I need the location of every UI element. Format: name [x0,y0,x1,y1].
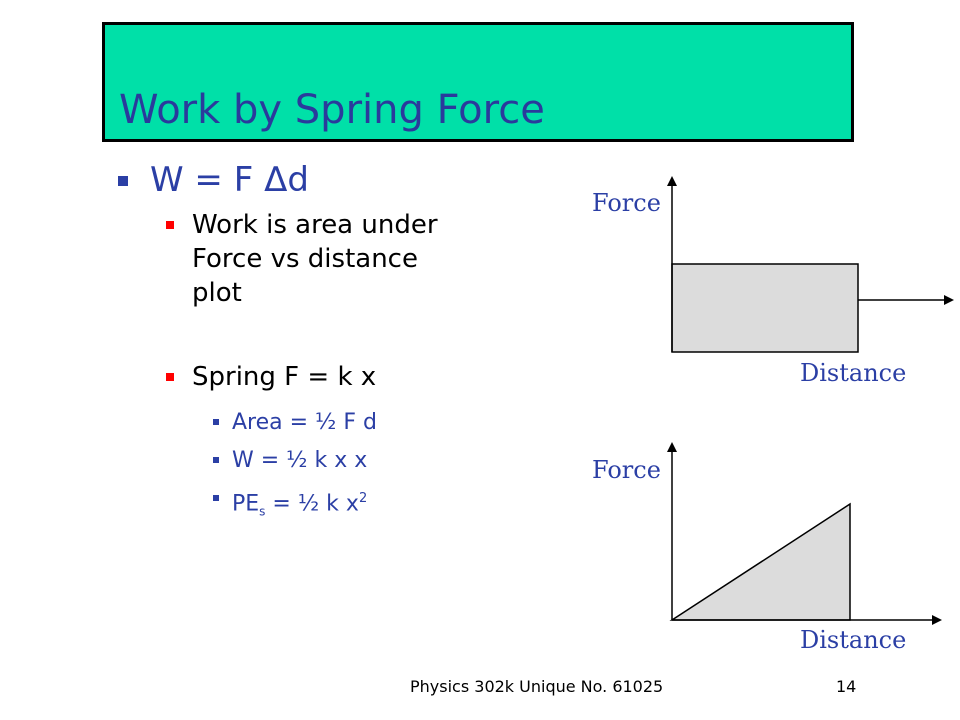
y-axis-label: Force [592,189,661,217]
page-number: 14 [836,677,857,696]
bullet-marker [213,419,219,425]
bullet-text-line3: plot [192,278,242,308]
y-axis-label: Force [592,456,661,484]
bullet-marker [118,176,128,186]
x-axis-label: Distance [800,359,906,387]
bullet-area-formula: Area = ½ F d [110,404,580,442]
pe-rest: = ½ k x [265,491,359,517]
bullet-marker [213,495,219,501]
x-axis-label: Distance [800,626,906,654]
bullet-potential-energy: PEs = ½ k x2 [110,480,580,531]
bullet-work-spring: W = ½ k x x [110,442,580,480]
bullet-text-line2: Force vs distance [192,244,418,274]
work-area-triangle [669,502,851,621]
bullet-marker [166,221,174,229]
bullet-marker [213,457,219,463]
bullet-text: W = F Δd [150,160,309,200]
bullet-text: Area = ½ F d [232,410,377,435]
bullet-area-explanation: Work is area under Force vs distance plo… [110,208,580,310]
bullet-spring: Spring F = k x [110,360,580,394]
bullet-text: W = ½ k x x [232,448,368,473]
pe-main: PE [232,491,260,517]
bullet-text: Spring F = k x [192,362,377,392]
bullet-work-formula: W = F Δd [110,158,580,202]
spring-force-chart: Force Distance [592,442,942,654]
bullet-text-line1: Work is area under [192,210,438,240]
footer-course: Physics 302k Unique No. 61025 [410,677,664,696]
work-area-rectangle [671,263,859,353]
bullet-list: W = F Δd Work is area under Force vs dis… [110,158,580,531]
pe-superscript: 2 [358,491,368,506]
title-box: Work by Spring Force [102,22,854,142]
slide-title: Work by Spring Force [119,87,545,133]
pe-subscript: s [259,504,266,519]
constant-force-chart: Force Distance [592,176,954,387]
bullet-marker [166,373,174,381]
